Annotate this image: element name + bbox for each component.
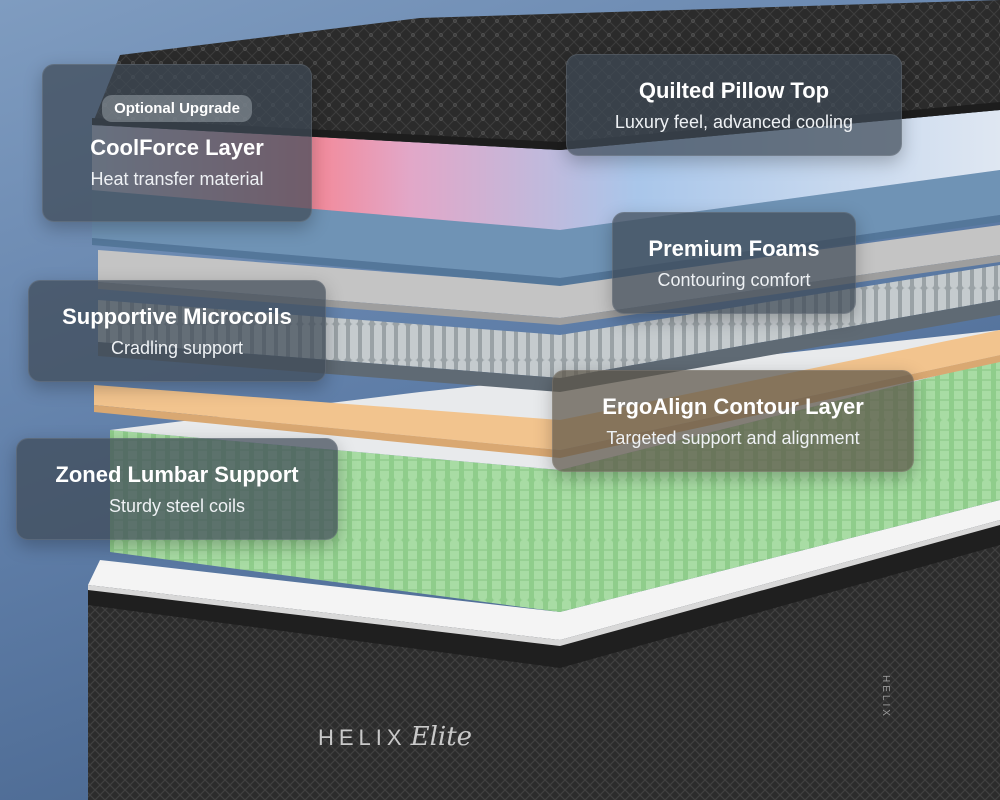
coolforce-subtitle: Heat transfer material: [90, 169, 264, 189]
contour-layer: [94, 330, 1000, 458]
quilted-subtitle: Luxury feel, advanced cooling: [614, 111, 854, 132]
quilted-pillow-top-callout: Quilted Pillow Top Luxury feel, advanced…: [566, 54, 902, 156]
microcoils-subtitle: Cradling support: [110, 337, 244, 358]
lumbar-title: Zoned Lumbar Support: [55, 461, 299, 487]
coolforce-title: CoolForce Layer: [90, 135, 264, 160]
optional-upgrade-badge: Optional Upgrade: [102, 95, 252, 122]
premium-foam-blue-layer: [92, 170, 1000, 286]
brand-name: HELIX: [318, 725, 407, 750]
lumbar-support-callout: Zoned Lumbar Support Sturdy steel coils: [16, 438, 338, 540]
base-fabric-layer: [88, 520, 1000, 800]
white-base-sheet: [88, 500, 1000, 646]
side-brand-label: HELIX: [880, 675, 891, 719]
ergoalign-title: ErgoAlign Contour Layer: [602, 393, 864, 419]
microcoils-title: Supportive Microcoils: [62, 303, 292, 329]
premium-foams-subtitle: Contouring comfort: [657, 269, 811, 290]
brand-edition: Elite: [410, 722, 473, 752]
microcoils-callout: Supportive Microcoils Cradling support: [28, 280, 326, 382]
lumbar-subtitle: Sturdy steel coils: [108, 495, 246, 516]
premium-foams-title: Premium Foams: [648, 235, 820, 261]
quilted-title: Quilted Pillow Top: [638, 77, 830, 103]
coolforce-callout: Optional Upgrade CoolForce Layer Heat tr…: [42, 64, 312, 222]
ergoalign-callout: ErgoAlign Contour Layer Targeted support…: [552, 370, 914, 472]
premium-foams-callout: Premium Foams Contouring comfort: [612, 212, 856, 314]
ergoalign-subtitle: Targeted support and alignment: [606, 427, 860, 448]
